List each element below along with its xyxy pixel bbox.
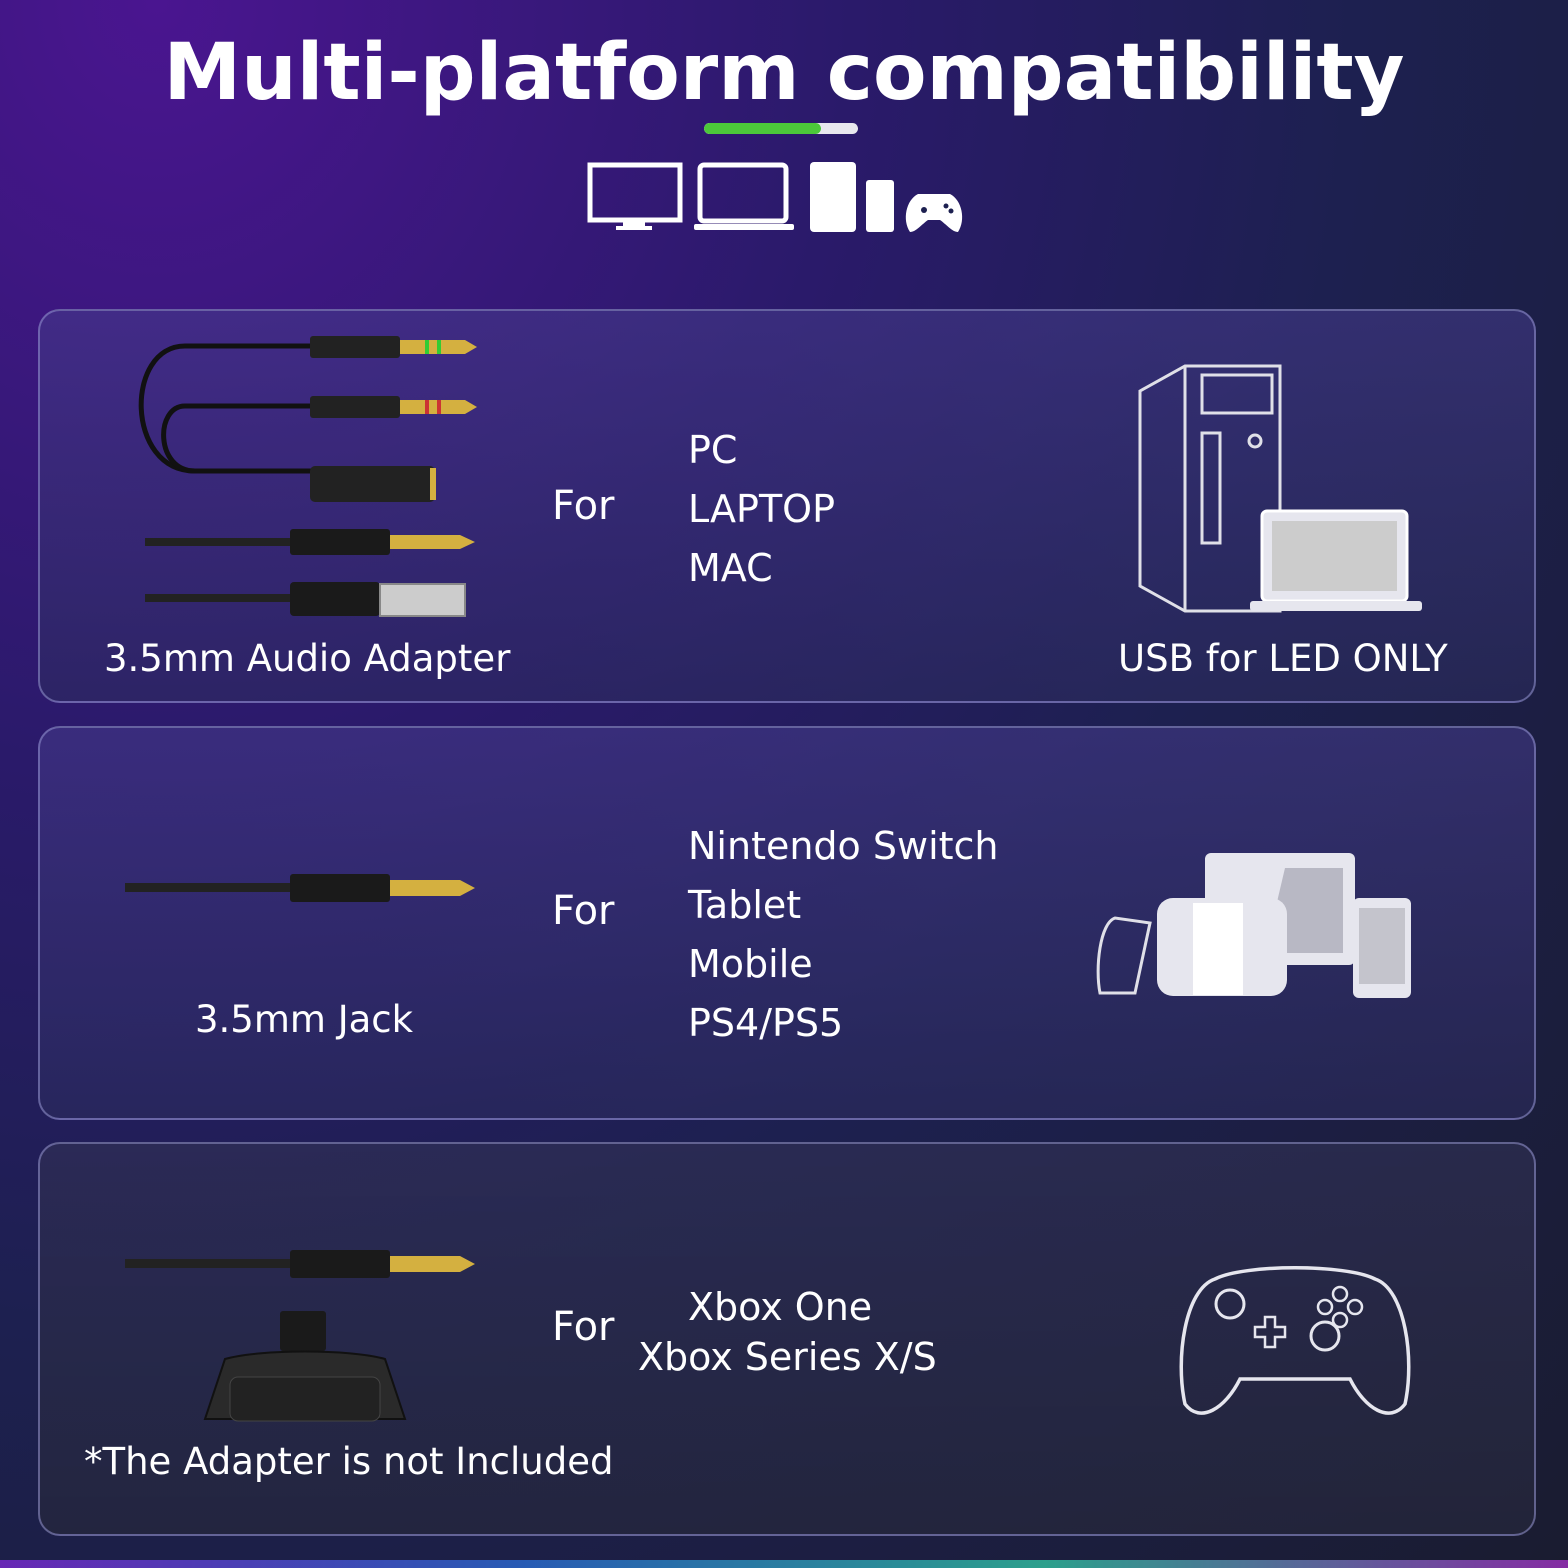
gamepad-icon <box>905 194 963 232</box>
monitor-icon <box>587 162 683 230</box>
gamepad-illustration <box>1179 1266 1411 1415</box>
cable-label: 3.5mm Audio Adapter <box>104 637 511 680</box>
page-title: Multi-platform compatibility <box>163 28 1405 118</box>
card-console-mobile: 3.5mm Jack For Nintendo Switch Tablet Mo… <box>38 726 1536 1120</box>
audio-adapter-image <box>138 336 477 617</box>
for-label: For <box>552 1304 615 1350</box>
platform-switch: Nintendo Switch <box>688 824 999 868</box>
card-pc: 3.5mm Audio Adapter For PC LAPTOP MAC US… <box>38 309 1536 703</box>
laptop-icon <box>694 162 794 230</box>
platform-laptop: LAPTOP <box>688 487 835 531</box>
cable-label: 3.5mm Jack <box>195 998 414 1041</box>
title-underline-fill <box>704 123 822 134</box>
bottom-glow <box>0 1560 1568 1568</box>
platform-ps: PS4/PS5 <box>688 1001 844 1045</box>
jack-image <box>125 874 475 902</box>
platform-mac: MAC <box>688 546 773 590</box>
jack-image <box>125 1250 475 1278</box>
for-label: For <box>552 483 615 529</box>
platform-pc: PC <box>688 428 738 472</box>
xbox-adapter-image <box>203 1311 407 1422</box>
platform-xbox-one: Xbox One <box>688 1285 873 1329</box>
switch-tablet-phone-illustration <box>1096 853 1411 998</box>
phone-icon <box>866 180 894 232</box>
platform-xbox-series: Xbox Series X/S <box>638 1335 937 1379</box>
platform-icons <box>587 160 968 235</box>
cable-label: *The Adapter is not Included <box>84 1440 614 1483</box>
card-xbox: *The Adapter is not Included For Xbox On… <box>38 1142 1536 1536</box>
pc-laptop-illustration <box>1138 364 1422 613</box>
for-label: For <box>552 888 615 934</box>
platform-mobile: Mobile <box>688 942 813 986</box>
tablet-icon <box>810 162 856 232</box>
platform-tablet: Tablet <box>688 883 802 927</box>
title-underline <box>704 123 858 134</box>
device-label: USB for LED ONLY <box>1118 637 1448 680</box>
